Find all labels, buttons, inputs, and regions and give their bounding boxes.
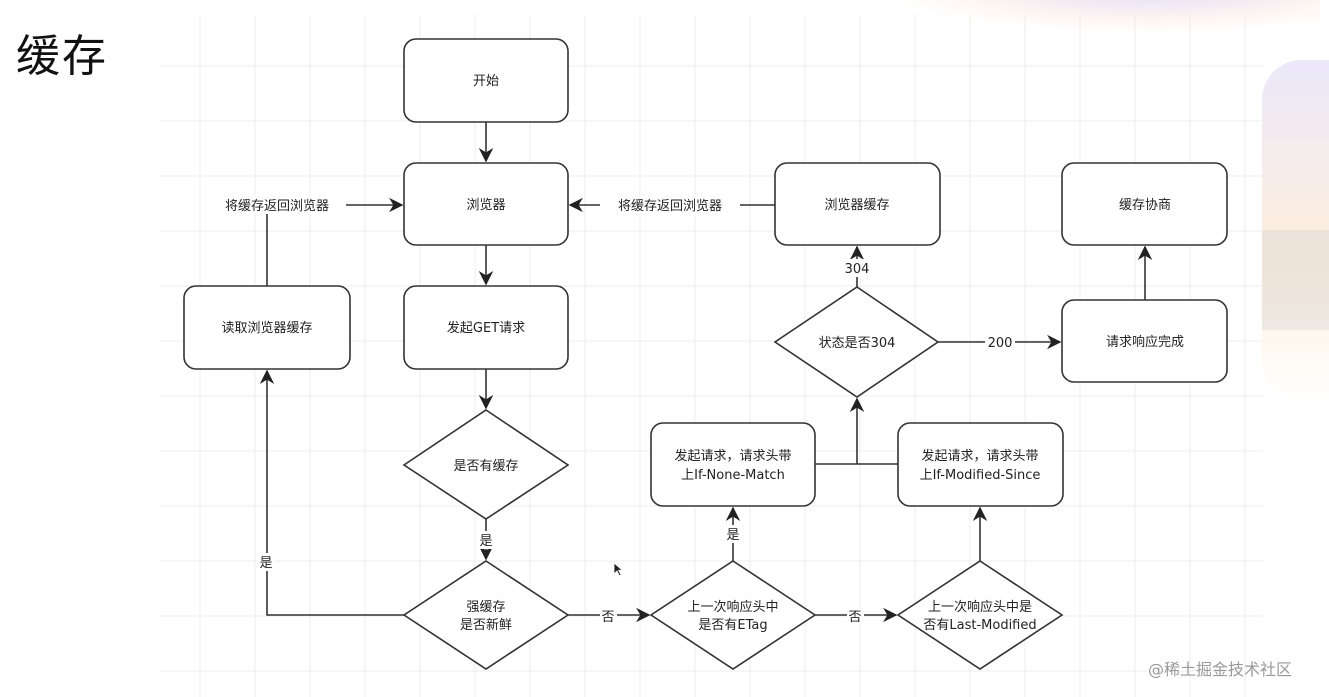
node-has-cache-label: 是否有缓存	[453, 459, 518, 474]
edge-fresh-to-readcache	[259, 369, 404, 616]
node-request-complete-label: 请求响应完成	[1106, 334, 1184, 350]
node-has-etag[interactable]	[649, 560, 817, 670]
node-cache-negotiation[interactable]	[1061, 162, 1228, 246]
node-start-label: 开始	[473, 74, 499, 89]
edge-label-etag-yes: 是	[726, 528, 739, 543]
edge-label-fresh-yes: 是	[259, 556, 272, 571]
node-req-if-none-match-label-2: 上If-None-Match	[681, 468, 785, 483]
node-req-if-modified-since-label-1: 发起请求，请求头带	[921, 448, 1038, 464]
node-strong-cache-fresh-label-2: 是否新鲜	[460, 617, 512, 633]
node-read-cache[interactable]	[183, 285, 351, 370]
node-has-last-modified-label-1: 上一次响应头中是	[928, 599, 1032, 615]
edge-label-etag-no: 否	[848, 610, 861, 625]
edge-label-status-304: 304	[845, 262, 870, 277]
edge-label-fresh-no: 否	[601, 610, 614, 625]
node-has-last-modified-label-2: 否有Last-Modified	[923, 618, 1036, 633]
node-strong-cache-fresh-label-1: 强缓存	[466, 600, 505, 615]
edge-label-return-cache-left: 将缓存返回浏览器	[225, 198, 329, 214]
node-get-request[interactable]	[403, 285, 569, 370]
edge-readcache-to-browser	[266, 197, 404, 286]
node-req-if-none-match-label-1: 发起请求，请求头带	[674, 448, 791, 464]
node-status-304-label: 状态是否304	[819, 336, 896, 351]
node-req-if-modified-since-label-2: 上If-Modified-Since	[920, 468, 1041, 483]
node-has-etag-label-1: 上一次响应头中	[687, 599, 778, 615]
node-browser-cache[interactable]	[774, 162, 941, 246]
node-start[interactable]	[403, 38, 569, 123]
node-read-cache-label: 读取浏览器缓存	[221, 320, 312, 336]
node-strong-cache-fresh[interactable]	[402, 560, 570, 670]
edge-label-hascache-yes: 是	[479, 534, 492, 549]
edge-label-return-cache-right: 将缓存返回浏览器	[618, 198, 722, 214]
node-browser-label: 浏览器	[466, 197, 505, 213]
node-request-complete[interactable]	[1061, 299, 1228, 383]
node-status-304[interactable]	[773, 286, 940, 398]
node-has-cache[interactable]	[402, 409, 570, 520]
node-has-last-modified[interactable]	[896, 560, 1064, 670]
slide-title: 缓存	[16, 31, 108, 82]
node-browser[interactable]	[403, 162, 569, 246]
watermark: @稀土掘金技术社区	[1148, 660, 1293, 679]
node-req-if-none-match[interactable]	[650, 422, 816, 507]
node-browser-cache-label: 浏览器缓存	[824, 197, 889, 213]
node-get-request-label: 发起GET请求	[447, 320, 525, 336]
node-cache-negotiation-label: 缓存协商	[1119, 198, 1171, 213]
node-req-if-modified-since[interactable]	[897, 422, 1064, 507]
mouse-cursor-icon	[613, 562, 624, 577]
edge-label-status-200: 200	[988, 336, 1013, 351]
node-has-etag-label-2: 是否有ETag	[698, 618, 767, 633]
